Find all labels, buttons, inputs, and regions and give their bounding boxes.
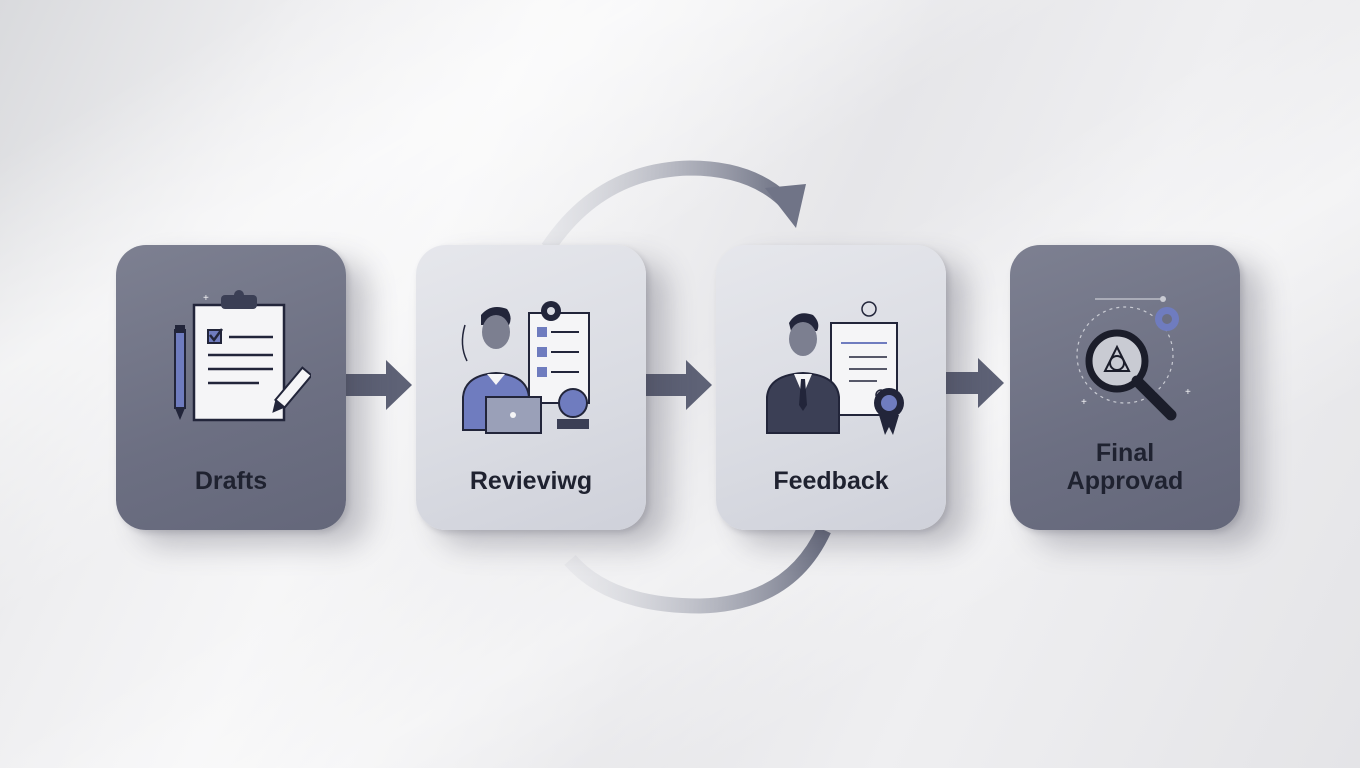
step-card-final-approval: + + Final Approvad	[1010, 245, 1240, 530]
final-approval-line2: Approvad	[1066, 467, 1184, 495]
svg-text:+: +	[1185, 387, 1191, 398]
step-label-final-approval: Final Approvad	[1010, 439, 1240, 495]
arrow-reviewing-to-feedback	[646, 360, 712, 410]
loop-arc-top	[541, 160, 790, 253]
loop-arc-bottom	[564, 526, 831, 614]
reviewer-with-certificate-icon	[766, 301, 904, 435]
arrow-feedback-to-approval	[942, 358, 1004, 408]
step-card-reviewing: Revieviwg	[416, 245, 646, 530]
arrow-drafts-to-reviewing	[346, 360, 412, 410]
step-card-drafts: + Drafts	[116, 245, 346, 530]
svg-text:+: +	[203, 293, 209, 304]
step-label-feedback: Feedback	[773, 467, 889, 495]
magnifier-analysis-icon: + +	[1076, 296, 1191, 421]
step-label-drafts: Drafts	[194, 467, 268, 495]
loop-arrowhead	[765, 184, 806, 228]
reviewer-with-checklist-icon	[461, 301, 590, 434]
svg-text:+: +	[1081, 397, 1087, 408]
step-label-reviewing: Revieviwg	[469, 467, 593, 495]
clipboard-document-icon: +	[174, 290, 311, 422]
final-approval-line1: Final	[1095, 439, 1155, 467]
step-card-feedback: Feedback	[716, 245, 946, 530]
